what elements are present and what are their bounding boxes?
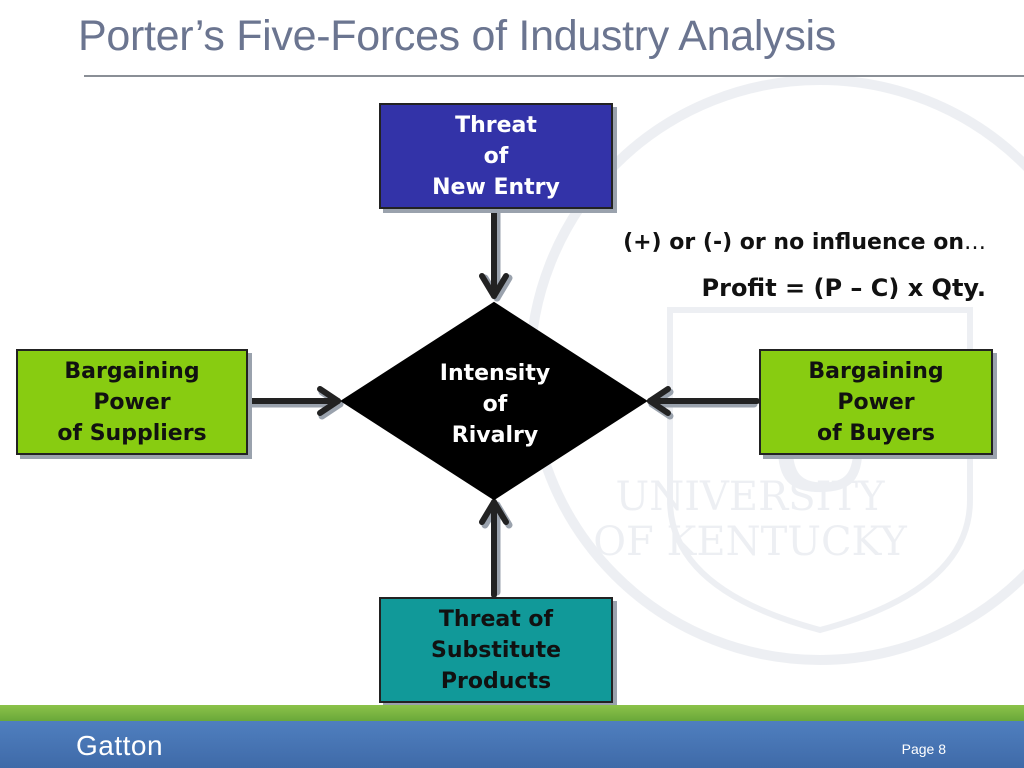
buyers-line1: Bargaining (808, 358, 944, 384)
rivalry-label: Intensity of Rivalry (410, 358, 580, 451)
influence-note-text: (+) or (-) or no influence on (623, 230, 964, 255)
suppliers-line3: of Suppliers (57, 420, 207, 446)
substitute-line2: Substitute (430, 637, 562, 663)
bargaining-power-buyers-box: Bargaining Power of Buyers (759, 349, 993, 455)
rivalry-diamond (340, 301, 648, 501)
gatton-logo: Gatton (76, 730, 164, 761)
influence-note-ellipsis: … (964, 230, 986, 255)
suppliers-line1: Bargaining (64, 358, 200, 384)
arrowhead-buyers (647, 386, 671, 416)
threat-of-new-entry-box: Threat of New Entry (379, 103, 613, 209)
rivalry-label-line2: of (482, 392, 508, 417)
footer-bar (0, 721, 1024, 768)
watermark-line1: UNIVERSITY (615, 474, 885, 520)
influence-note: (+) or (-) or no influence on… (623, 230, 986, 255)
title-divider (84, 75, 1024, 77)
profit-formula: Profit = (P – C) x Qty. (701, 274, 986, 302)
new-entry-line1: Threat (455, 112, 537, 138)
footer-green-band (0, 705, 1024, 721)
arrowhead-substitute (479, 499, 509, 525)
buyers-line2: Power (837, 389, 915, 415)
substitute-line1: Threat of (438, 606, 554, 632)
bargaining-power-suppliers-box: Bargaining Power of Suppliers (16, 349, 248, 455)
page-title: Porter’s Five-Forces of Industry Analysi… (78, 12, 836, 60)
substitute-line3: Products (440, 668, 552, 694)
threat-of-substitutes-box: Threat of Substitute Products (379, 597, 613, 703)
buyers-line3: of Buyers (817, 420, 935, 446)
rivalry-label-line1: Intensity (439, 361, 551, 386)
new-entry-line2: of (483, 143, 509, 169)
arrows (243, 204, 760, 598)
watermark-line2: OF KENTUCKY (593, 519, 907, 565)
arrowhead-new-entry (479, 273, 509, 299)
rivalry-label-line3: Rivalry (451, 423, 539, 448)
page-number: Page 8 (901, 741, 946, 757)
arrowhead-suppliers (317, 386, 341, 416)
suppliers-line2: Power (93, 389, 171, 415)
new-entry-line3: New Entry (432, 174, 560, 200)
